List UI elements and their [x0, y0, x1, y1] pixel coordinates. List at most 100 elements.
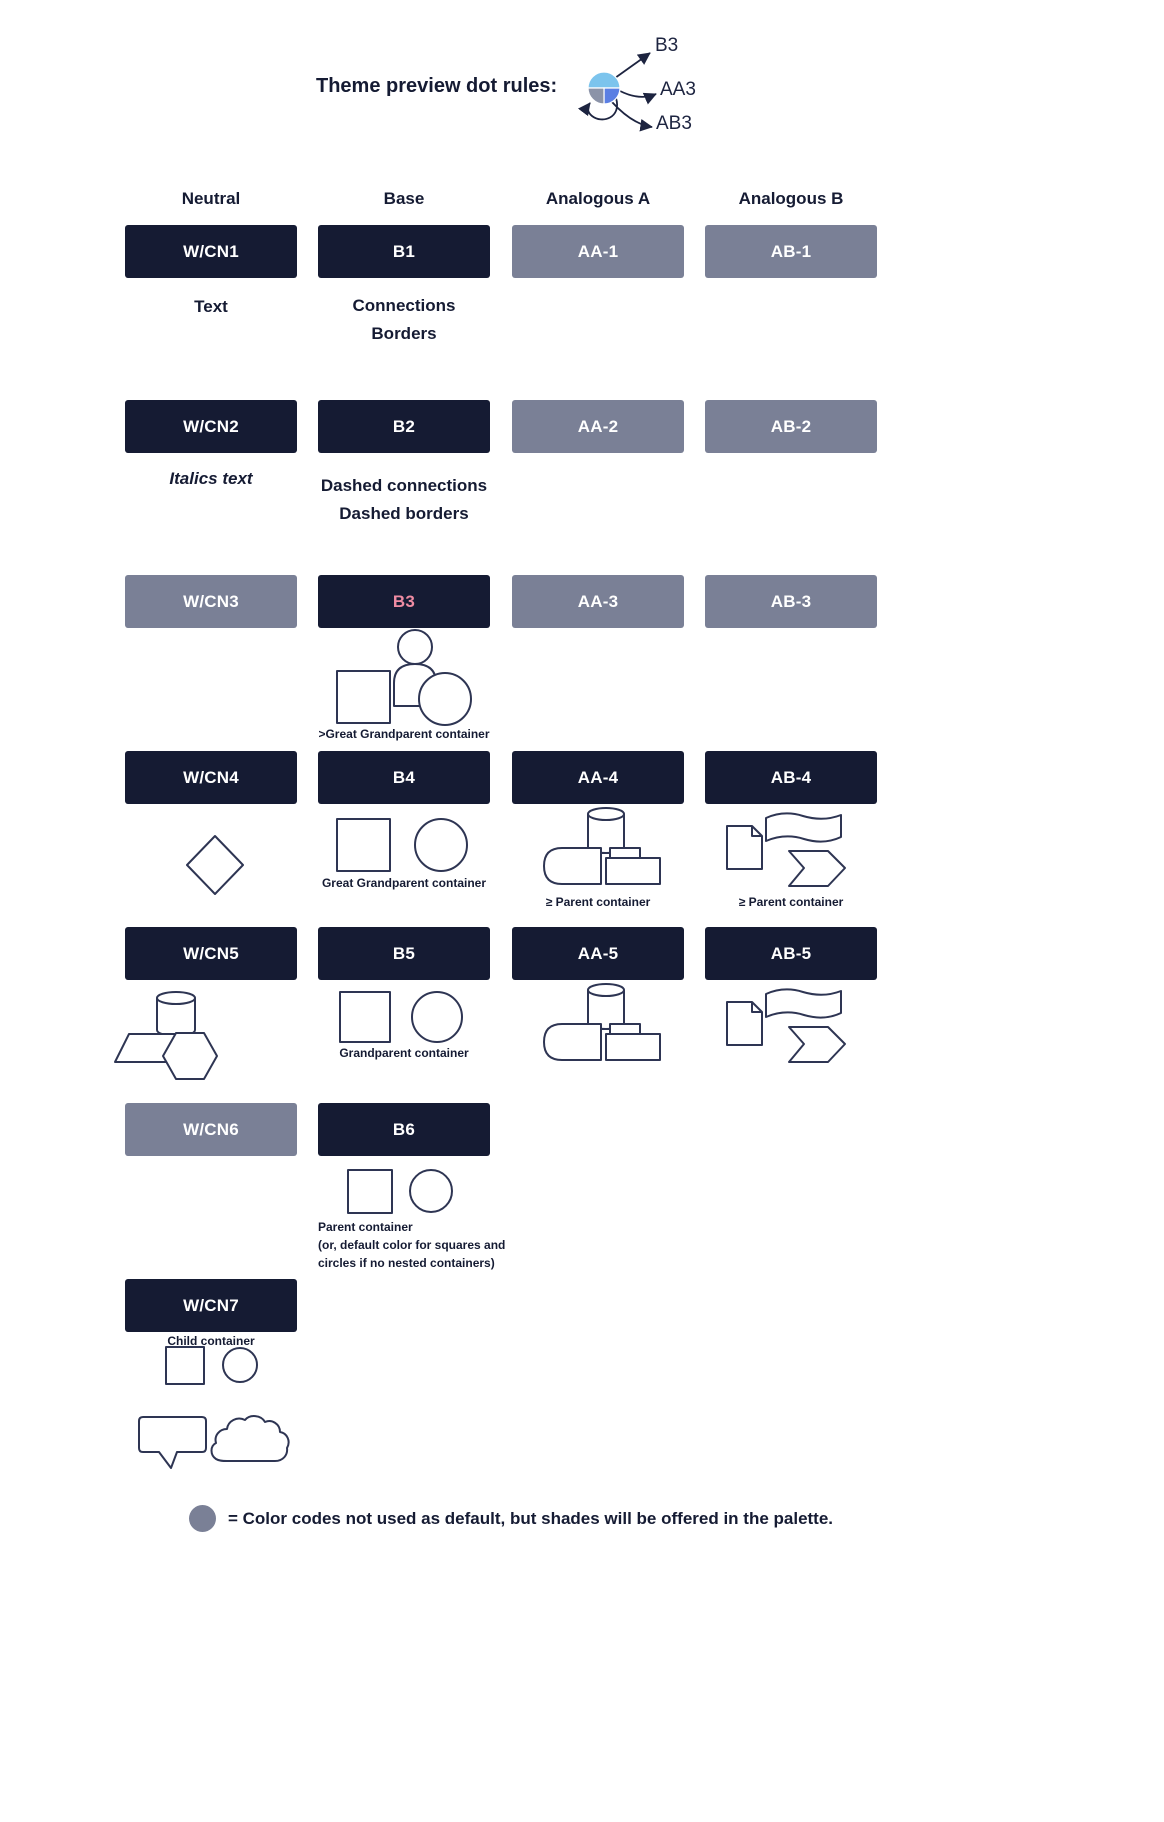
swatch-aa2: AA-2 [512, 400, 684, 453]
note-shape [726, 825, 763, 870]
caption-parent: Parent container [318, 1220, 413, 1234]
swatch-label: B6 [392, 1119, 416, 1139]
caption-ge-parent-ab: ≥ Parent container [738, 895, 844, 909]
theme-preview-dot-icon [587, 71, 621, 105]
swatch-aa1: AA-1 [512, 225, 684, 278]
square-shape [347, 1169, 393, 1214]
cylinder-top-shape [587, 807, 625, 821]
ab4-shape-group [726, 812, 846, 887]
swatch-label: AB-5 [770, 943, 812, 963]
swatch-label: B5 [392, 943, 416, 963]
chevron-shape [788, 1026, 846, 1063]
legend-dot-icon [189, 1505, 216, 1532]
swatch-label: B3 [392, 591, 416, 611]
arrow-to-aa3 [619, 90, 657, 105]
chevron-shape [788, 850, 846, 887]
swatch-label: W/CN1 [183, 241, 239, 261]
aa4-shape-group [543, 807, 661, 885]
caption-grandparent: Grandparent container [339, 1046, 469, 1060]
wcn7-shape-group [138, 1346, 290, 1469]
person-head-shape [397, 629, 433, 665]
swatch-wcn6: W/CN6 [125, 1103, 297, 1156]
swatch-label: B1 [392, 241, 416, 261]
swatch-aa4: AA-4 [512, 751, 684, 804]
swatch-label: B2 [392, 416, 416, 436]
note-shape [726, 1001, 763, 1046]
swatch-label: AB-3 [770, 591, 812, 611]
stored-data-shape [543, 1023, 602, 1061]
swatch-b4: B4 [318, 751, 490, 804]
circle-shape [414, 818, 468, 872]
swatch-label: AB-1 [770, 241, 812, 261]
flag-shape [765, 988, 842, 1019]
caption-great-grandparent-gt: >Great Grandparent container [318, 727, 490, 741]
swatch-label: W/CN2 [183, 416, 239, 436]
frame-shape [605, 1033, 661, 1061]
swatch-label: AB-4 [770, 767, 812, 787]
arrow-to-b3 [614, 52, 651, 79]
swatch-ab1: AB-1 [705, 225, 877, 278]
caption-parent-note-2: circles if no nested containers) [318, 1256, 495, 1270]
diamond-shape [186, 835, 244, 895]
column-header-base: Base [383, 189, 425, 208]
wcn4-shape-group [186, 835, 244, 895]
caption-parent-note-1: (or, default color for squares and [318, 1238, 506, 1252]
cloud-shape [210, 1415, 290, 1462]
dot-wedge-left [587, 87, 605, 105]
legend: = Color codes not used as default, but s… [189, 1505, 833, 1532]
swatch-b6: B6 [318, 1103, 490, 1156]
theme-dot-figure: B3 AA3 AB3 [577, 35, 696, 134]
wcn5-shape-group [114, 991, 218, 1080]
column-header-analogous-b: Analogous B [738, 189, 844, 208]
square-shape [336, 818, 391, 872]
swatch-label: W/CN4 [183, 767, 239, 787]
caption-borders: Borders [371, 324, 437, 343]
swatch-b3: B3 [318, 575, 490, 628]
column-header-neutral: Neutral [181, 189, 241, 208]
swatch-ab4: AB-4 [705, 751, 877, 804]
page-title: Theme preview dot rules: [316, 75, 558, 97]
swatch-label: AB-2 [770, 416, 812, 436]
caption-ge-parent-aa: ≥ Parent container [545, 895, 651, 909]
ab5-shape-group [726, 988, 846, 1063]
b5-shape-group [339, 991, 463, 1043]
circle-shape [222, 1347, 258, 1383]
swatch-label: W/CN7 [183, 1295, 239, 1315]
stored-data-shape [543, 847, 602, 885]
frame-shape [605, 857, 661, 885]
swatch-aa3: AA-3 [512, 575, 684, 628]
swatch-wcn4: W/CN4 [125, 751, 297, 804]
column-header-analogous-a: Analogous A [545, 189, 651, 208]
swatch-label: W/CN5 [183, 943, 239, 963]
caption-dashed-connections: Dashed connections [320, 476, 488, 495]
swatch-b1: B1 [318, 225, 490, 278]
hexagon-shape [162, 1032, 218, 1080]
b6-shape-group [347, 1169, 453, 1214]
note-fold-line [751, 1002, 762, 1013]
legend-text: = Color codes not used as default, but s… [228, 1508, 834, 1528]
dot-label-ab3: AB3 [656, 113, 692, 134]
swatch-label: B4 [392, 767, 416, 787]
cylinder-top-shape [156, 991, 196, 1005]
aa5-shape-group [543, 983, 661, 1061]
swatch-wcn5: W/CN5 [125, 927, 297, 980]
swatch-label: AA-2 [577, 416, 619, 436]
circle-shape [411, 991, 463, 1043]
b4-shape-group [336, 818, 468, 872]
circle-shape [409, 1169, 453, 1213]
dot-label-aa3: AA3 [660, 79, 696, 100]
swatch-ab5: AB-5 [705, 927, 877, 980]
square-shape [336, 670, 391, 724]
swatch-label: AA-1 [577, 241, 619, 261]
dot-wedge-top [587, 71, 621, 89]
caption-dashed-borders: Dashed borders [339, 504, 469, 523]
swatch-label: AA-3 [577, 591, 619, 611]
note-fold-line [751, 826, 762, 837]
swatch-wcn3: W/CN3 [125, 575, 297, 628]
swatch-label: W/CN3 [183, 591, 239, 611]
b3-shape-group [336, 629, 472, 726]
swatch-b5: B5 [318, 927, 490, 980]
swatch-label: AA-5 [577, 943, 619, 963]
arrow-to-ab3 [611, 101, 653, 132]
